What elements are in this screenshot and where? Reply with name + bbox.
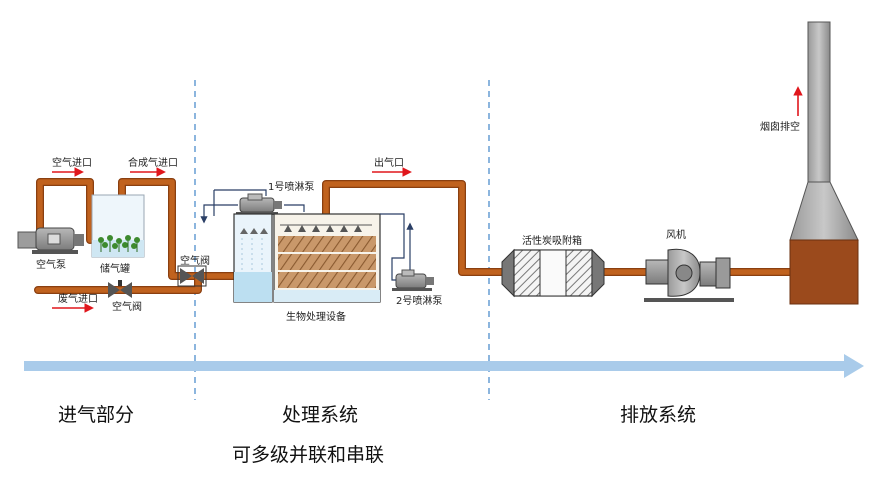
bio-treatment-unit [233, 213, 381, 303]
section-treatment: 处理系统 [282, 404, 359, 426]
pump2-feed [380, 213, 405, 281]
air-valve-bottom [108, 280, 132, 298]
process-flow-bar [24, 354, 864, 378]
label-air-pump: 空气泵 [36, 258, 66, 271]
pump1-line-right [284, 204, 305, 212]
label-fan: 风机 [666, 228, 686, 241]
label-bio-equipment: 生物处理设备 [286, 310, 346, 323]
section-exhaust: 排放系统 [620, 404, 697, 426]
label-spray-pump-2: 2号喷淋泵 [396, 294, 442, 307]
label-waste-inlet: 废气进口 [58, 292, 98, 305]
pump1-line-left [200, 204, 238, 224]
spray-pump-2 [392, 269, 434, 291]
section-intake: 进气部分 [58, 404, 135, 426]
air-pump [17, 227, 84, 254]
storage-tank [91, 194, 145, 258]
air-valve-top [177, 265, 207, 287]
flow-arrows [52, 86, 803, 313]
carbon-adsorption-box [501, 248, 605, 298]
label-spray-pump-1: 1号喷淋泵 [268, 180, 314, 193]
spray-pump-1 [236, 193, 282, 215]
label-storage-tank: 储气罐 [100, 262, 130, 275]
label-synth-inlet: 合成气进口 [128, 156, 178, 169]
label-outlet: 出气口 [374, 156, 404, 169]
label-air-valve-bottom: 空气阀 [112, 300, 142, 313]
label-carbon-box: 活性炭吸附箱 [522, 234, 582, 247]
fan-unit [644, 248, 734, 302]
pump1-feed [214, 189, 267, 196]
section-treatment-note: 可多级并联和串联 [232, 444, 385, 466]
label-air-inlet: 空气进口 [52, 156, 92, 169]
chimney [789, 21, 859, 305]
label-air-valve-top: 空气阀 [180, 254, 210, 267]
label-chimney: 烟囱排空 [760, 120, 800, 133]
